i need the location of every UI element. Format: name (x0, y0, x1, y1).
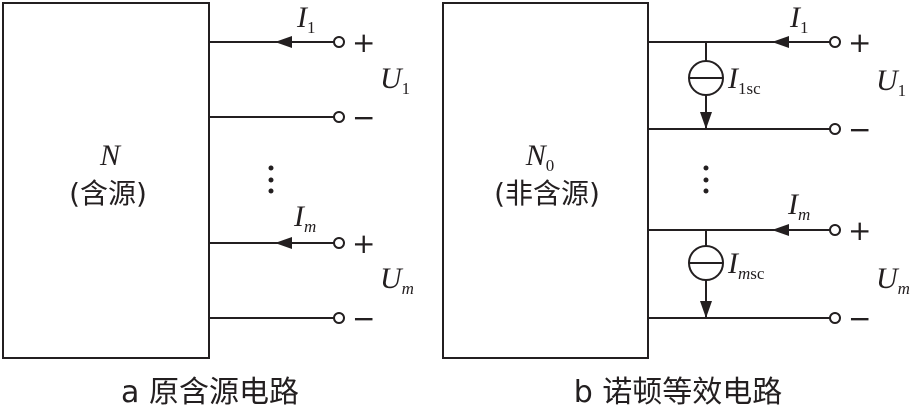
terminal-1-plus (333, 36, 345, 48)
minus-sign: − (352, 302, 375, 335)
panel-b-norton-circuit: N0 (非含源) + − (442, 1, 910, 410)
minus-sign: − (848, 302, 871, 335)
source-arrow-down (700, 301, 712, 318)
minus-sign: − (848, 113, 871, 146)
source-imsc-label: Imsc (727, 247, 765, 283)
network-n0-box (442, 2, 649, 359)
plus-sign: + (352, 26, 375, 59)
current-i1-label: I1 (296, 1, 316, 37)
network-n0-note: (非含源) (494, 177, 600, 210)
ellipsis-dots (703, 165, 709, 194)
wires (209, 41, 334, 319)
network-n0-label: N0 (525, 139, 555, 175)
voltage-um-label: Um (876, 262, 910, 298)
voltage-um-label: Um (380, 262, 414, 298)
terminals (829, 36, 841, 324)
terminal-1-minus (333, 111, 345, 123)
current-arrow-im (772, 224, 789, 236)
voltage-u1-label: U1 (380, 62, 410, 98)
voltage-u1-label: U1 (876, 64, 906, 100)
network-n-note: (含源) (69, 177, 147, 210)
caption-b: b 诺顿等效电路 (574, 375, 783, 410)
current-arrow-i1 (772, 36, 789, 48)
minus-sign: − (352, 101, 375, 134)
panel-a-original-circuit: N (含源) + − + − I1 Im U1 Um a 原含源电路 (2, 1, 414, 410)
current-source-m (688, 245, 724, 318)
current-im-label: Im (787, 188, 810, 224)
current-arrow-i1 (275, 36, 292, 48)
caption-a: a 原含源电路 (121, 375, 299, 410)
network-n-box (2, 2, 210, 359)
network-n-label: N (99, 139, 122, 172)
plus-sign: + (848, 26, 871, 59)
source-i1sc-label: I1sc (727, 62, 761, 98)
plus-sign: + (352, 227, 375, 260)
plus-sign: + (848, 214, 871, 247)
current-i1-label: I1 (789, 1, 809, 37)
current-arrow-im (275, 237, 292, 249)
terminal-m-plus (333, 237, 345, 249)
current-source-1 (688, 60, 724, 129)
current-im-label: Im (293, 200, 316, 236)
ellipsis-dots (268, 165, 274, 194)
terminals (333, 36, 345, 324)
terminal-m-minus (333, 312, 345, 324)
source-arrow-down (700, 112, 712, 129)
